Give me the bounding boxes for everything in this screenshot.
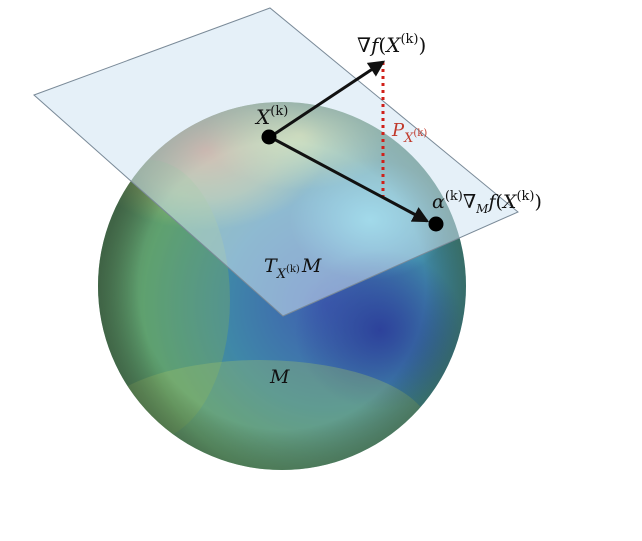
- manifold-label: M: [269, 366, 290, 388]
- current-point-label: X(k): [254, 104, 288, 129]
- riemannian-step-label: α(k)∇Mf(X(k)): [432, 189, 542, 216]
- projection-label: PX(k): [391, 120, 427, 146]
- riemannian-gradient-arrow: [269, 135, 430, 223]
- gradient-arrow: [269, 60, 386, 139]
- current-point-dot: [261, 129, 277, 145]
- next-point-dot: [428, 216, 444, 232]
- tangent-plane: [33, 7, 519, 317]
- gradient-label: ∇f(X(k)): [357, 32, 426, 57]
- tangent-space-label: TX(k)M: [264, 255, 322, 282]
